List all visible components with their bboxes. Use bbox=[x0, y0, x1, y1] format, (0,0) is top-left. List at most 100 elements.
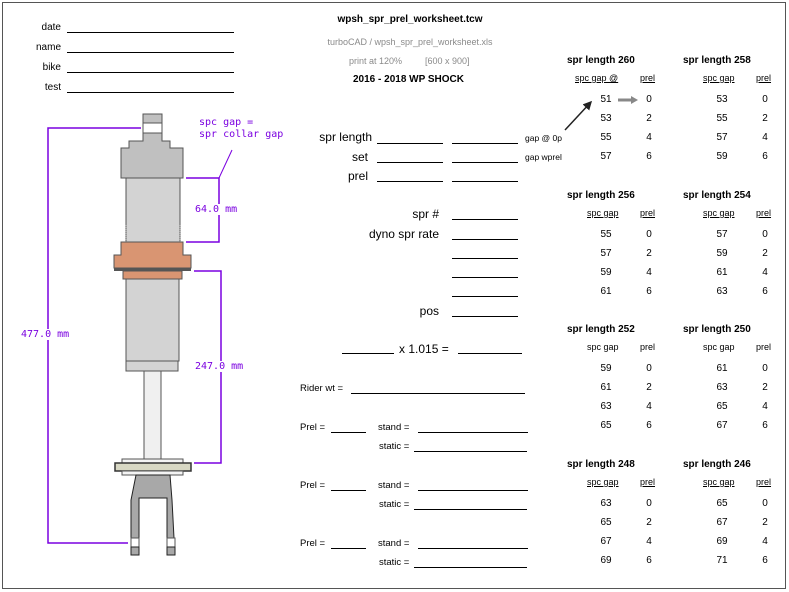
set-field-2[interactable] bbox=[452, 162, 518, 163]
column-header-prel: prel bbox=[756, 477, 772, 487]
spr-number-label: spr # bbox=[412, 207, 439, 221]
spc-gap-cell: 65 bbox=[600, 517, 612, 528]
prel-field-2[interactable] bbox=[452, 181, 518, 182]
spc-gap-cell: 59 bbox=[600, 267, 612, 278]
shock-diagram bbox=[47, 113, 233, 556]
group-prel-label: Prel = bbox=[300, 422, 326, 433]
spc-gap-cell: 55 bbox=[600, 132, 612, 143]
prel-field-1[interactable] bbox=[377, 181, 443, 182]
column-header-spc-gap: spc gap @ bbox=[575, 73, 619, 83]
date-field[interactable] bbox=[67, 32, 234, 33]
dyno-rate-field-3[interactable] bbox=[452, 277, 518, 278]
pos-label: pos bbox=[419, 304, 439, 318]
group-static-field[interactable] bbox=[414, 509, 527, 510]
multiplier-result-field[interactable] bbox=[458, 353, 522, 354]
spc-gap-cell: 57 bbox=[716, 132, 728, 143]
prel-cell: 4 bbox=[762, 267, 768, 278]
prel-cell: 6 bbox=[762, 555, 768, 566]
column-header-spc-gap: spc gap bbox=[587, 477, 619, 487]
preload-collar bbox=[113, 241, 192, 269]
spc-gap-cell: 67 bbox=[716, 420, 728, 431]
spring-table-title: spr length 258 bbox=[683, 55, 751, 66]
spc-gap-cell: 61 bbox=[600, 286, 612, 297]
prel-cell: 2 bbox=[762, 382, 768, 393]
dyno-rate-field-4[interactable] bbox=[452, 296, 518, 297]
prel-cell: 6 bbox=[646, 420, 652, 431]
prel-cell: 2 bbox=[646, 382, 652, 393]
group-stand-field[interactable] bbox=[418, 490, 528, 491]
set-field-1[interactable] bbox=[377, 162, 443, 163]
rider-weight-label: Rider wt = bbox=[300, 383, 344, 394]
top-eyelet-bushing bbox=[142, 122, 163, 134]
spr-length-field-2[interactable] bbox=[452, 143, 518, 144]
multiplier-input-field[interactable] bbox=[342, 353, 394, 354]
collar-lock-ring bbox=[114, 268, 191, 271]
group-stand-label: stand = bbox=[378, 538, 410, 549]
prel-cell: 6 bbox=[762, 420, 768, 431]
spring-table-title: spr length 250 bbox=[683, 324, 751, 335]
spr-length-label: spr length bbox=[319, 130, 372, 144]
spc-gap-annotation: spc gap = spr collar gap bbox=[199, 117, 283, 141]
column-header-spc-gap: spc gap bbox=[703, 342, 735, 352]
prel-cell: 4 bbox=[762, 536, 768, 547]
bike-field[interactable] bbox=[67, 72, 234, 73]
spc-gap-cell: 67 bbox=[600, 536, 612, 547]
spr-length-field-1[interactable] bbox=[377, 143, 443, 144]
spc-gap-cell: 65 bbox=[716, 401, 728, 412]
prel-cell: 4 bbox=[646, 132, 652, 143]
group-prel-field[interactable] bbox=[331, 490, 366, 491]
column-header-spc-gap: spc gap bbox=[587, 342, 619, 352]
spc-gap-cell: 71 bbox=[716, 555, 728, 566]
spc-gap-cell: 69 bbox=[716, 536, 728, 547]
lower-body bbox=[125, 278, 180, 362]
print-note: print at 120% bbox=[349, 56, 403, 66]
file-title: wpsh_spr_prel_worksheet.tcw bbox=[337, 14, 483, 25]
top-cap bbox=[120, 132, 184, 179]
dyno-rate-field-1[interactable] bbox=[452, 239, 518, 240]
clevis-bushing-right bbox=[166, 537, 176, 548]
prel-cell: 0 bbox=[646, 229, 652, 240]
pos-field[interactable] bbox=[452, 316, 518, 317]
bike-label: bike bbox=[42, 62, 61, 73]
prel-cell: 6 bbox=[646, 286, 652, 297]
prel-cell: 4 bbox=[762, 401, 768, 412]
spc-gap-cell: 69 bbox=[600, 555, 612, 566]
group-prel-field[interactable] bbox=[331, 548, 366, 549]
gap-wprel-note: gap wprel bbox=[525, 152, 562, 162]
spr-number-field[interactable] bbox=[452, 219, 518, 220]
spring-table-title: spr length 260 bbox=[567, 55, 635, 66]
spc-gap-cell: 67 bbox=[716, 517, 728, 528]
lower-spring-perch bbox=[114, 462, 192, 472]
spring-table-title: spr length 246 bbox=[683, 459, 751, 470]
prel-cell: 2 bbox=[646, 113, 652, 124]
column-header-prel: prel bbox=[640, 208, 656, 218]
top-eyelet bbox=[142, 113, 163, 124]
group-stand-field[interactable] bbox=[418, 548, 528, 549]
name-field[interactable] bbox=[67, 52, 234, 53]
prel-cell: 6 bbox=[762, 286, 768, 297]
spc-gap-cell: 63 bbox=[600, 498, 612, 509]
spc-gap-cell: 59 bbox=[600, 363, 612, 374]
spc-gap-cell: 57 bbox=[600, 248, 612, 259]
column-header-prel: prel bbox=[756, 342, 772, 352]
spc-gap-cell: 53 bbox=[600, 113, 612, 124]
rider-weight-field[interactable] bbox=[351, 393, 525, 394]
group-static-label: static = bbox=[379, 441, 410, 452]
group-stand-field[interactable] bbox=[418, 432, 528, 433]
column-header-spc-gap: spc gap bbox=[703, 208, 735, 218]
group-static-field[interactable] bbox=[414, 451, 527, 452]
dyno-rate-field-2[interactable] bbox=[452, 258, 518, 259]
spring-seat bbox=[122, 270, 183, 280]
gap-pointer-arrow-icon bbox=[564, 100, 593, 131]
spc-gap-cell: 63 bbox=[716, 382, 728, 393]
prel-cell: 6 bbox=[646, 555, 652, 566]
name-label: name bbox=[35, 42, 61, 53]
test-field[interactable] bbox=[67, 92, 234, 93]
spring-table-title: spr length 256 bbox=[567, 190, 635, 201]
prel-cell: 6 bbox=[646, 151, 652, 162]
group-prel-label: Prel = bbox=[300, 538, 326, 549]
group-static-field[interactable] bbox=[414, 567, 527, 568]
spc-gap-cell: 59 bbox=[716, 248, 728, 259]
group-prel-field[interactable] bbox=[331, 432, 366, 433]
size-note: [600 x 900] bbox=[425, 56, 470, 66]
